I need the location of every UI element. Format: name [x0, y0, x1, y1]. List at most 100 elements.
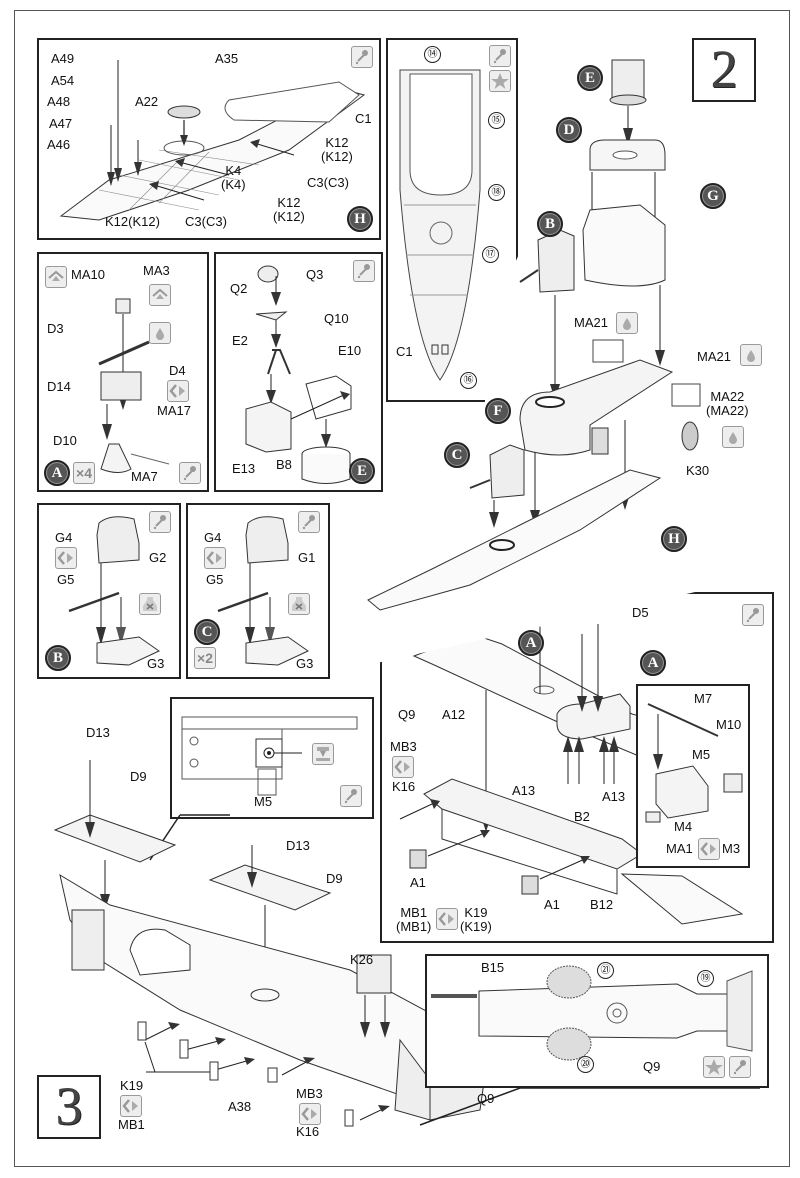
- label-q10: Q10: [324, 311, 349, 326]
- label-d9-right: D9: [326, 871, 343, 886]
- label-q9: Q9: [477, 1091, 495, 1106]
- panel-step3-bridge: Q6 D5 A A Q9 A12 MB3 K16 A13 A13 B2 A1 A…: [380, 592, 774, 943]
- label-ma21-left: MA21: [574, 315, 608, 330]
- assembly-badge-f: F: [485, 398, 511, 424]
- label-k19: K19(K19): [460, 905, 492, 934]
- assembly-badge-a-left: A: [518, 630, 544, 656]
- assembly-badge-b: B: [45, 645, 71, 671]
- deck-top-drawing: [399, 69, 481, 381]
- assembly-badge-g: G: [700, 183, 726, 209]
- label-mb1: MB1: [118, 1117, 145, 1132]
- glue-drop-icon: [616, 312, 638, 334]
- label-d13-left: D13: [86, 725, 110, 740]
- assembly-badge-d: D: [556, 117, 582, 143]
- assembly-badge-h: H: [347, 206, 373, 232]
- label-g3: G3: [296, 656, 314, 671]
- label-m4: M4: [674, 819, 693, 834]
- quantity-x4: ×4: [73, 462, 95, 484]
- inset-m-panel: M7 M10 M5 M4 MA1 M3: [636, 684, 750, 868]
- photo-etch-bend-icon: [149, 284, 171, 306]
- paint-icon: [149, 511, 171, 533]
- label-k4: K4(K4): [221, 163, 246, 192]
- m5-top-drawing: [181, 716, 358, 796]
- label-g4: G4: [55, 530, 73, 545]
- callout-21: ㉑: [597, 962, 614, 979]
- inset-m5-top-view: M5: [170, 697, 374, 819]
- panel-b-turret: G4 G2 G5 G3 B: [37, 503, 181, 679]
- label-c3-left: C3(C3): [185, 214, 227, 229]
- label-m5: M5: [692, 747, 711, 762]
- step2-assembly-drawing: [367, 59, 701, 611]
- swap-icon: [120, 1095, 142, 1117]
- label-k26: K26: [350, 952, 374, 967]
- label-m5: M5: [254, 794, 273, 809]
- label-ma1: MA1: [666, 841, 693, 856]
- quantity-x2: ×2: [194, 647, 216, 669]
- label-ma21-right: MA21: [697, 349, 731, 364]
- decal-star-icon: [489, 70, 511, 92]
- panel-a-mount: MA10 MA3 D3 D14 D4 MA17 D10 MA7 A ×4: [37, 252, 209, 492]
- assembly-badge-e: E: [349, 458, 375, 484]
- label-g2: G2: [149, 550, 167, 565]
- callout-17: ⑰: [482, 246, 499, 263]
- label-a47: A47: [49, 116, 73, 131]
- label-k30: K30: [686, 463, 710, 478]
- label-ma10: MA10: [71, 267, 105, 282]
- label-ma22: MA22(MA22): [706, 389, 749, 418]
- swap-icon: [204, 547, 226, 569]
- deck-h-drawing: [59, 60, 366, 221]
- panel-c-turret: G4 G1 G5 G3 C ×2: [186, 503, 330, 679]
- assembly-badge-a: A: [44, 460, 70, 486]
- step-number-3: 3: [37, 1075, 101, 1139]
- assembly-badge-a-right: A: [640, 650, 666, 676]
- swap-icon: [299, 1103, 321, 1125]
- decal-star-icon: [703, 1056, 725, 1078]
- label-g1: G1: [298, 550, 316, 565]
- swap-icon: [167, 380, 189, 402]
- mount-a-drawing: [98, 298, 170, 473]
- paint-icon: [742, 604, 764, 626]
- paint-icon: [353, 260, 375, 282]
- label-k19: K19: [120, 1078, 144, 1093]
- callout-14: ⑭: [424, 46, 441, 63]
- label-a13-right: A13: [602, 789, 626, 804]
- label-k12-right: K12(K12): [321, 136, 353, 164]
- glue-drop-icon: [722, 426, 744, 448]
- label-ma3: MA3: [143, 263, 170, 278]
- paint-icon: [340, 785, 362, 807]
- no-glue-icon: [139, 593, 161, 615]
- label-a35: A35: [215, 51, 239, 66]
- label-g4: G4: [204, 530, 222, 545]
- director-e-drawing: [245, 265, 352, 484]
- label-c1: C1: [396, 344, 413, 359]
- paint-icon: [351, 46, 373, 68]
- label-e13: E13: [232, 461, 256, 476]
- panel-step3-stern: B15 ㉑ ⑲ ⑳ Q9: [425, 954, 769, 1088]
- panel-h-deck: A49 A54 A48 A47 A46 A22 A35 C1 K12(K12) …: [37, 38, 381, 240]
- assembly-badge-c: C: [444, 442, 470, 468]
- photo-etch-bend-icon: [45, 266, 67, 288]
- label-k16: K16: [392, 779, 416, 794]
- step-number-2: 2: [692, 38, 756, 102]
- label-mb3: MB3: [390, 739, 417, 754]
- label-d14: D14: [47, 379, 71, 394]
- drill-hole-icon: [312, 743, 334, 765]
- swap-icon: [55, 547, 77, 569]
- label-b12: B12: [590, 897, 614, 912]
- label-g5: G5: [206, 572, 224, 587]
- label-c3-right: C3(C3): [307, 175, 349, 190]
- paint-icon: [729, 1056, 751, 1078]
- callout-15: ⑮: [488, 112, 505, 129]
- label-mb3: MB3: [296, 1086, 323, 1101]
- label-k12-mid: K12(K12): [273, 195, 305, 224]
- label-a54: A54: [51, 73, 75, 88]
- no-glue-icon: [288, 593, 310, 615]
- glue-drop-icon: [149, 322, 171, 344]
- label-k12-left: K12(K12): [105, 214, 160, 229]
- label-c1: C1: [355, 111, 372, 126]
- label-e2: E2: [232, 333, 248, 348]
- glue-drop-icon: [740, 344, 762, 366]
- label-m7: M7: [694, 691, 713, 706]
- label-e10: E10: [338, 343, 362, 358]
- swap-icon: [436, 908, 458, 930]
